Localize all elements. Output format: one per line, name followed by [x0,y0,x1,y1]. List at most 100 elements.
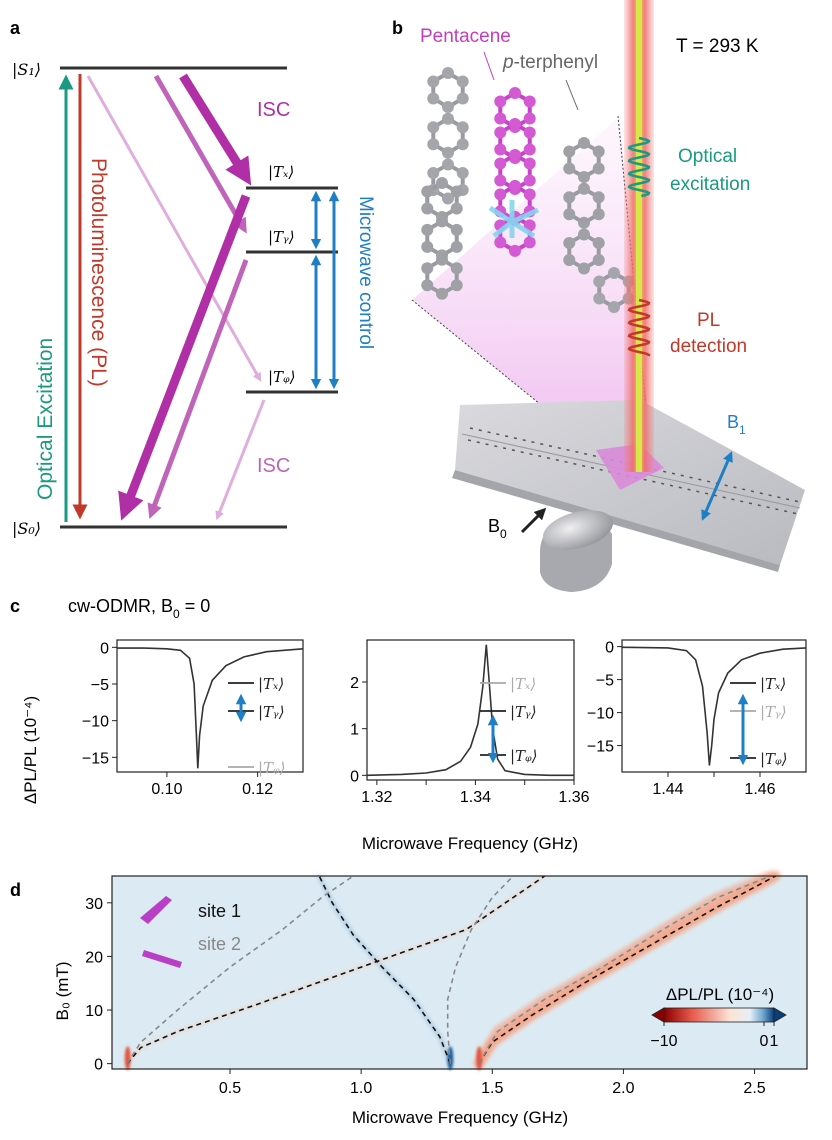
atom [523,112,536,125]
site1-molecule-icon [140,896,172,924]
laser-core [636,0,642,472]
site1-branch [318,875,452,1064]
b0-label: B0 [488,516,507,541]
atom [442,158,454,171]
x-tick-label: 1.46 [744,781,775,798]
level-label: |Tₓ⟩ [510,675,536,693]
molecule-crystal [421,67,635,313]
photoluminescence-label: Photoluminescence (PL) [87,158,110,387]
level-label: |Tᵩ⟩ [760,750,788,768]
atom [436,177,448,189]
atom [593,275,606,288]
atom [509,87,521,99]
heatmap-frame [111,875,808,1070]
y-tick-label: −15 [587,739,614,756]
panel-c-xlabel: Microwave Frequency (GHz) [362,834,578,853]
atom [421,240,434,253]
panel-a: a |S₁⟩ |S₀⟩ |Tₓ⟩ |Tᵧ⟩ |Tᵩ⟩ Optical Excit… [10,18,376,538]
atom [494,143,507,156]
optical-excitation-text-1: Optical [678,146,737,167]
site2-label: site 2 [198,934,241,954]
y-tick-label: −5 [91,677,109,694]
odmr-trace [117,647,304,769]
y-tick-label: 0 [350,768,359,785]
atom [578,228,590,241]
label-s1: |S₁⟩ [12,60,41,79]
atom [592,191,605,204]
label-ty: |Tᵧ⟩ [268,228,295,246]
panel-c-ylabel: ΔPL/PL (10⁻⁴) [21,696,40,804]
y-tick-label: 30 [85,896,103,913]
atom [442,67,454,79]
level-label: |Tᵧ⟩ [510,703,537,721]
atom [456,75,469,88]
atom [450,223,463,236]
level-label: |Tᵩ⟩ [510,747,538,765]
atom [450,262,463,275]
y-tick-label: 10 [85,1003,103,1020]
atom [608,301,620,313]
atom [427,121,440,134]
odmr-trace [366,644,574,777]
x-tick-label: 1.32 [361,789,392,806]
atom [494,95,507,108]
level-label: |Tᵧ⟩ [760,703,787,721]
atom [523,95,536,108]
colorbar-tick-label: 0 [760,1033,769,1050]
atom [427,75,440,88]
atom [494,157,507,170]
x-tick-label: 2.0 [612,1080,634,1097]
terphenyl-label: p-terphenyl [502,52,598,73]
level-label: |Tᵩ⟩ [258,759,286,777]
y-tick-label: −10 [82,714,109,731]
atom [523,126,536,139]
optical-excitation-wave-icon [627,136,651,198]
atom [421,202,434,215]
spin-arrows-icon [488,200,540,239]
atom [578,137,590,149]
atom [593,292,606,305]
panel-c-title: cw-ODMR, B0 = 0 [68,596,210,621]
atom [450,279,463,292]
atom [523,236,536,249]
atom [427,92,440,105]
b1-label: B1 [727,412,746,437]
atom [592,145,605,158]
atom [592,208,605,221]
atom [523,219,536,232]
level-label: |Tₓ⟩ [258,675,284,693]
atom [456,138,469,151]
peak-high [476,1046,483,1071]
pl-text-1: PL [697,310,720,331]
isc-label-bottom: ISC [257,455,290,477]
panel-label-b: b [392,18,403,38]
isc-arrow-s1-tz [86,75,262,382]
atom [436,215,448,228]
terphenyl-pointer [565,79,579,111]
atom [509,179,521,192]
atom [523,157,536,170]
atom [592,162,605,175]
site1-branch [126,875,546,1065]
atom [523,174,536,187]
zero-field-peaks [124,1046,483,1071]
y-tick-label: 2 [350,675,359,692]
plot-frame [116,639,304,773]
atom [523,188,536,201]
isc-arrow-tx-s0 [118,194,251,521]
level-label: |Tₓ⟩ [760,675,786,693]
y-tick-label: 0 [94,1057,103,1074]
panel-label-c: c [10,596,20,616]
atom [442,192,454,205]
peak-mid [447,1046,454,1071]
colorbar-gradient [663,1007,775,1023]
zoom-cone [412,116,653,474]
isc-arrow-tz-s0 [215,399,266,521]
x-tick-label: 0.12 [242,781,273,798]
atom [450,240,463,253]
